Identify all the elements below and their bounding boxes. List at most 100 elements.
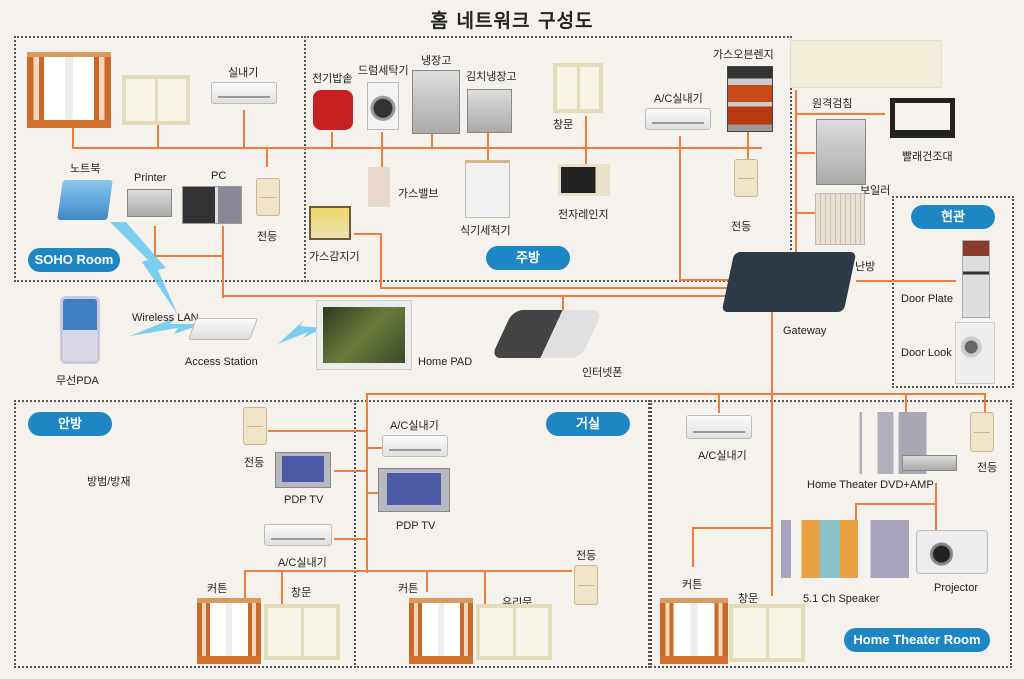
bedroom-light-label: 전등 xyxy=(244,457,265,469)
zone-label-soho: SOHO Room xyxy=(28,248,120,272)
bedroom-curtain-icon xyxy=(197,598,261,664)
kitchen-light-label: 전등 xyxy=(731,221,752,233)
washer-icon xyxy=(367,82,399,130)
zone-living-room xyxy=(354,400,650,668)
access-station-icon xyxy=(187,318,259,340)
bedroom-aircon-label: A/C실내기 xyxy=(278,557,327,569)
connection-line xyxy=(366,570,572,572)
connection-line xyxy=(380,287,760,289)
kimchi-fridge-icon xyxy=(467,89,512,133)
connection-line xyxy=(984,393,986,413)
connection-line xyxy=(268,430,366,432)
gas-valve-label: 가스밸브 xyxy=(398,188,439,200)
dishwasher-label: 식기세척기 xyxy=(460,225,511,237)
projector-icon xyxy=(916,530,988,574)
soho-aircon-icon xyxy=(211,82,277,104)
kitchen-light-switch-icon xyxy=(734,159,758,197)
connection-line xyxy=(795,152,815,154)
remote-metering-label: 원격검침 xyxy=(812,98,853,110)
connection-line xyxy=(795,90,797,260)
bedroom-light-switch-icon xyxy=(243,407,267,445)
living-aircon-icon xyxy=(382,435,448,457)
heater-label: 난방 xyxy=(855,261,876,273)
speaker-label: 5.1 Ch Speaker xyxy=(803,593,880,605)
soho-light-switch-icon xyxy=(256,178,280,216)
speaker-icon xyxy=(781,520,909,578)
connection-line xyxy=(222,226,224,298)
connection-line xyxy=(679,279,739,281)
zone-label-kitchen: 주방 xyxy=(486,246,570,270)
connection-line xyxy=(72,126,74,148)
pc-icon xyxy=(182,186,242,224)
soho-window-icon xyxy=(122,75,190,125)
connection-line xyxy=(243,110,245,148)
connection-line xyxy=(244,570,366,572)
connection-line xyxy=(431,132,433,148)
zone-label-entrance: 현관 xyxy=(911,205,995,229)
connection-line xyxy=(771,308,773,596)
soho-aircon-label: 실내기 xyxy=(228,67,259,79)
gas-detector-icon xyxy=(309,206,351,240)
bedroom-curtain-label: 커튼 xyxy=(207,583,228,595)
connection-line xyxy=(679,136,681,280)
kitchen-aircon-label: A/C실내기 xyxy=(654,93,703,105)
boiler-label: 보일러 xyxy=(860,185,891,197)
soho-laptop-label: 노트북 xyxy=(70,163,101,175)
pda-icon xyxy=(60,296,100,364)
connection-line xyxy=(366,447,382,449)
connection-line xyxy=(795,212,815,214)
washer-label: 드럼세탁기 xyxy=(358,65,409,77)
connection-line xyxy=(718,393,720,413)
home-pad-label: Home PAD xyxy=(418,356,473,368)
connection-line xyxy=(585,116,587,164)
theater-window-label: 창문 xyxy=(738,593,759,605)
connection-line xyxy=(354,233,382,235)
connection-line xyxy=(244,570,246,600)
connection-line xyxy=(380,233,382,289)
theater-light-switch-icon xyxy=(970,412,994,452)
printer-icon xyxy=(127,189,172,217)
kimchi-fridge-label: 김치냉장고 xyxy=(466,71,517,83)
pc-label: PC xyxy=(211,170,227,182)
door-lock-label: Door Look xyxy=(901,347,952,359)
connection-line xyxy=(72,147,762,149)
glass-door-icon xyxy=(476,604,552,660)
dishwasher-icon xyxy=(465,160,510,218)
bedroom-aircon-icon xyxy=(264,524,332,546)
bedroom-window-label: 창문 xyxy=(291,587,312,599)
connection-line xyxy=(154,255,224,257)
wireless-lan-label: Wireless LAN xyxy=(132,312,199,324)
living-curtain-icon xyxy=(409,598,473,664)
fridge-icon xyxy=(412,70,460,134)
rice-cooker-icon xyxy=(313,90,353,130)
connection-line xyxy=(855,503,937,505)
access-station-label: Access Station xyxy=(185,356,258,368)
living-tv-icon xyxy=(378,468,450,512)
oven-label: 가스오븐렌지 xyxy=(713,49,774,61)
door-lock-icon xyxy=(955,322,995,384)
microwave-icon xyxy=(558,164,610,196)
bedroom-window-icon xyxy=(264,604,340,660)
connection-line xyxy=(281,570,283,610)
connection-line xyxy=(795,113,885,115)
connection-line xyxy=(484,570,486,604)
remote-metering-icon xyxy=(790,40,942,88)
theater-aircon-label: A/C실내기 xyxy=(698,450,747,462)
connection-line xyxy=(692,527,772,529)
dvd-amp-label: Home Theater DVD+AMP xyxy=(807,479,934,491)
connection-line xyxy=(157,122,159,148)
connection-line xyxy=(747,132,749,160)
theater-curtain-icon xyxy=(660,598,728,664)
oven-icon xyxy=(727,66,773,132)
zone-home-theater xyxy=(650,400,1012,668)
laptop-icon xyxy=(57,180,113,220)
connection-line xyxy=(381,132,383,178)
zone-kitchen xyxy=(304,36,792,282)
gateway-icon xyxy=(721,252,857,312)
theater-light-label: 전등 xyxy=(977,462,998,474)
living-light-switch-icon xyxy=(574,565,598,605)
bedroom-tv-label: PDP TV xyxy=(284,494,324,506)
rice-cooker-label: 전기밥솥 xyxy=(312,73,353,85)
connection-line xyxy=(426,570,428,592)
pda-label: 무선PDA xyxy=(56,375,99,387)
